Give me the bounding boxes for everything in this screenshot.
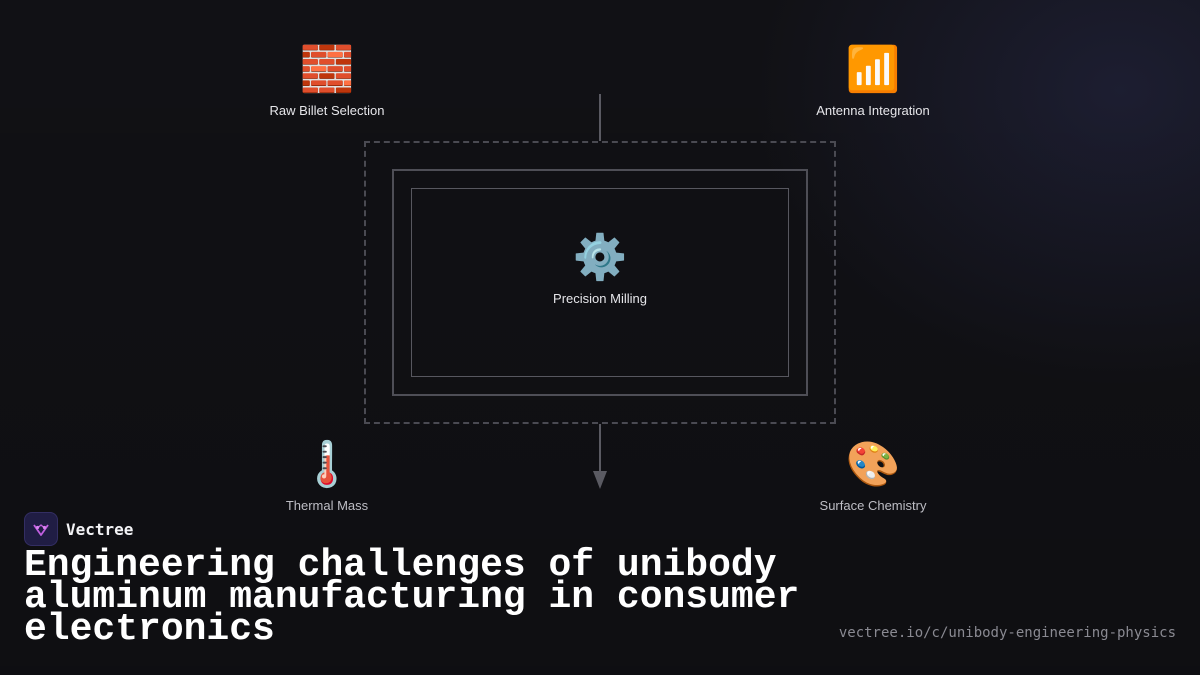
brand[interactable]: Vectree: [24, 512, 133, 546]
connector-line-top: [599, 94, 601, 141]
brand-name: Vectree: [66, 519, 134, 539]
page-url[interactable]: vectree.io/c/unibody-engineering-physics: [838, 625, 1176, 641]
node-label: Precision Milling: [553, 291, 647, 306]
node-label: Thermal Mass: [285, 498, 369, 513]
palette-icon: 🎨: [845, 440, 901, 489]
thermometer-icon: 🌡️: [299, 440, 355, 489]
outer-frame: [392, 169, 808, 396]
brick-icon: 🧱: [299, 45, 355, 94]
node-label: Raw Billet Selection: [269, 103, 385, 118]
node-thermal-mass: 🌡️ Thermal Mass: [207, 440, 447, 513]
connector-line-bottom: [599, 424, 601, 474]
vectree-logo-icon: [24, 512, 58, 546]
inner-frame: [411, 188, 789, 377]
arrow-down-icon: [593, 471, 607, 489]
signal-bars-icon: 📶: [845, 45, 901, 94]
node-raw-billet-selection: 🧱 Raw Billet Selection: [207, 45, 447, 118]
node-precision-milling: ⚙️ Precision Milling: [480, 233, 720, 306]
node-surface-chemistry: 🎨 Surface Chemistry: [753, 440, 993, 513]
node-label: Antenna Integration: [816, 103, 930, 118]
node-label: Surface Chemistry: [819, 498, 927, 513]
node-antenna-integration: 📶 Antenna Integration: [753, 45, 993, 118]
gear-icon: ⚙️: [572, 233, 628, 282]
dashed-frame: [364, 141, 836, 424]
page-title: Engineering challenges of unibody alumin…: [24, 544, 800, 651]
